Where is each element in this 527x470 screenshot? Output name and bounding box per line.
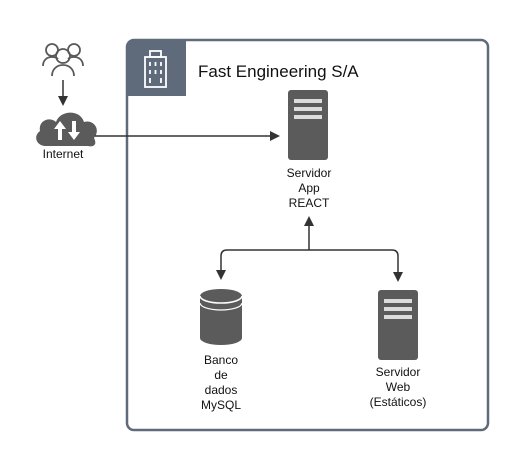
- database-label-line: MySQL: [200, 398, 241, 412]
- server-icon: [288, 90, 328, 160]
- cloud-transfer-icon: [36, 112, 97, 147]
- node-label-internet: Internet: [42, 147, 84, 161]
- group-header-badge: [127, 40, 186, 96]
- database-label-line: de: [214, 368, 228, 382]
- database-label-line: dados: [204, 383, 238, 397]
- server-icon: [378, 290, 418, 360]
- edge-branch-web: [309, 249, 403, 282]
- web-server-label-line: (Estáticos): [369, 395, 427, 409]
- database-label-line: Banco: [203, 353, 239, 367]
- office-building-icon: [144, 50, 167, 88]
- web-server-label-line: Servidor: [375, 365, 421, 379]
- node-label-database: Banco de dados MySQL: [186, 353, 256, 413]
- app-server-label-line: REACT: [288, 196, 330, 210]
- node-label-web-server: Servidor Web (Estáticos): [356, 365, 440, 410]
- web-server-label-line: Web: [385, 380, 411, 394]
- node-label-app-server: Servidor App REACT: [268, 166, 350, 211]
- app-server-label-line: App: [298, 181, 320, 195]
- app-server-label-line: Servidor: [286, 166, 332, 180]
- database-icon: [199, 289, 243, 345]
- group-title: Fast Engineering S/A: [198, 62, 359, 81]
- edge-branch-db: [216, 249, 309, 280]
- users-icon: [42, 43, 84, 77]
